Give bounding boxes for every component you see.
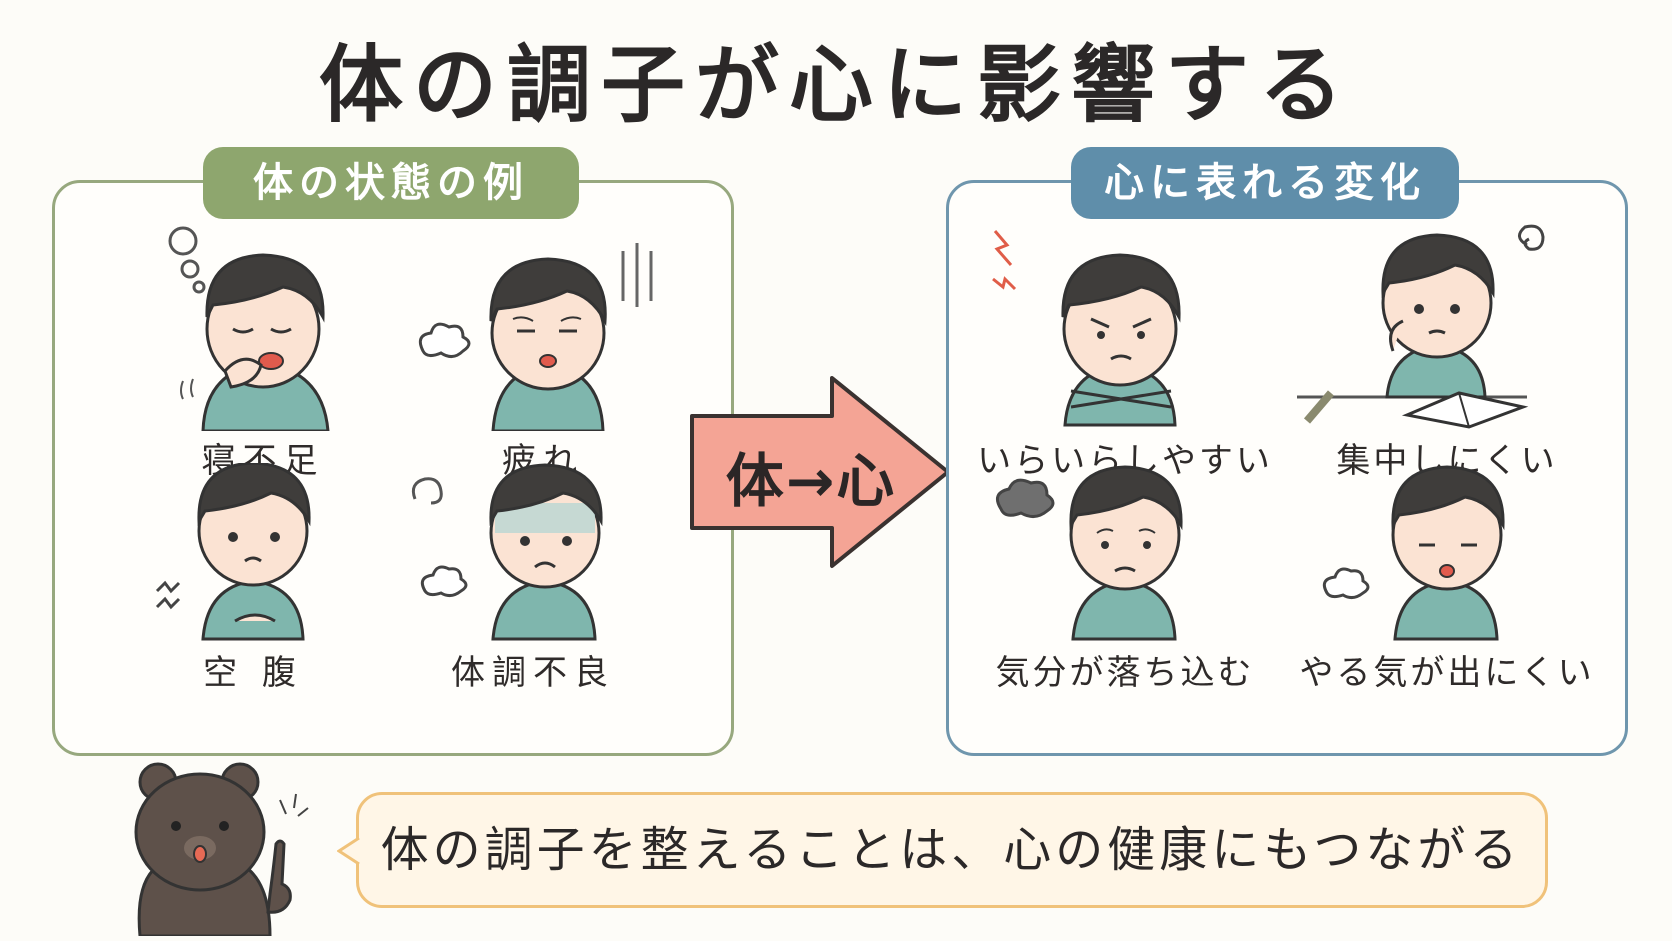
body-to-mind-arrow	[690, 376, 950, 568]
scribble-thought-icon	[1518, 224, 1545, 251]
bear-mascot-illustration	[134, 762, 309, 936]
page-title: 体の調子が心に影響する	[318, 36, 1353, 134]
tired-boy-illustration	[418, 243, 653, 431]
arrow-label: 体→心	[725, 447, 897, 515]
feeling-down-boy-illustration	[995, 465, 1183, 641]
mind-change-hard-to-focus: 集中しにくい	[1297, 221, 1597, 483]
pointing-paw-icon	[266, 839, 292, 914]
body-state-label: 体調不良	[451, 653, 615, 693]
mind-change-header: 心に表れる変化	[1071, 147, 1459, 219]
body-state-header: 体の状態の例	[203, 147, 579, 219]
rumble-icon	[155, 580, 181, 610]
sleepy-boy-illustration	[168, 226, 330, 431]
hard-to-focus-boy-illustration	[1297, 224, 1545, 429]
body-state-label: 空 腹	[203, 653, 303, 693]
anger-spark-icon	[992, 230, 1017, 291]
unwell-boy-illustration	[411, 463, 603, 641]
pencil-icon	[1303, 390, 1335, 424]
body-state-hungry: 空 腹	[103, 463, 403, 725]
dizzy-swirl-icon	[411, 477, 443, 505]
body-state-unwell: 体調不良	[383, 463, 683, 725]
mind-change-low-motivation: やる気が出にくい	[1297, 463, 1597, 725]
sigh-puff-icon	[418, 322, 471, 358]
bubble-tail	[337, 836, 360, 866]
thought-bubble-icon	[168, 226, 198, 256]
hungry-boy-illustration	[155, 463, 311, 641]
mind-change-label: 気分が落ち込む	[995, 653, 1255, 693]
body-state-sleep-deprived: 寝不足	[113, 221, 413, 483]
body-state-tired: 疲れ	[393, 221, 693, 483]
mind-change-panel: 心に表れる変化 いらいらしやすい 集中しにく	[946, 147, 1628, 756]
body-state-panel: 体の状態の例 寝不足 疲れ	[52, 147, 734, 756]
mind-change-label: やる気が出にくい	[1299, 653, 1595, 693]
low-motivation-boy-illustration	[1322, 465, 1505, 641]
irritable-boy-illustration	[992, 230, 1181, 427]
sigh-puff-icon	[1322, 567, 1370, 600]
message-bubble	[356, 792, 1548, 908]
footer-message: 体の調子を整えることは、心の健康にもつながる	[380, 822, 1522, 878]
mind-change-irritable: いらいらしやすい	[975, 221, 1275, 483]
mind-change-feeling-down: 気分が落ち込む	[975, 463, 1275, 725]
gray-cloud-icon	[995, 478, 1055, 518]
